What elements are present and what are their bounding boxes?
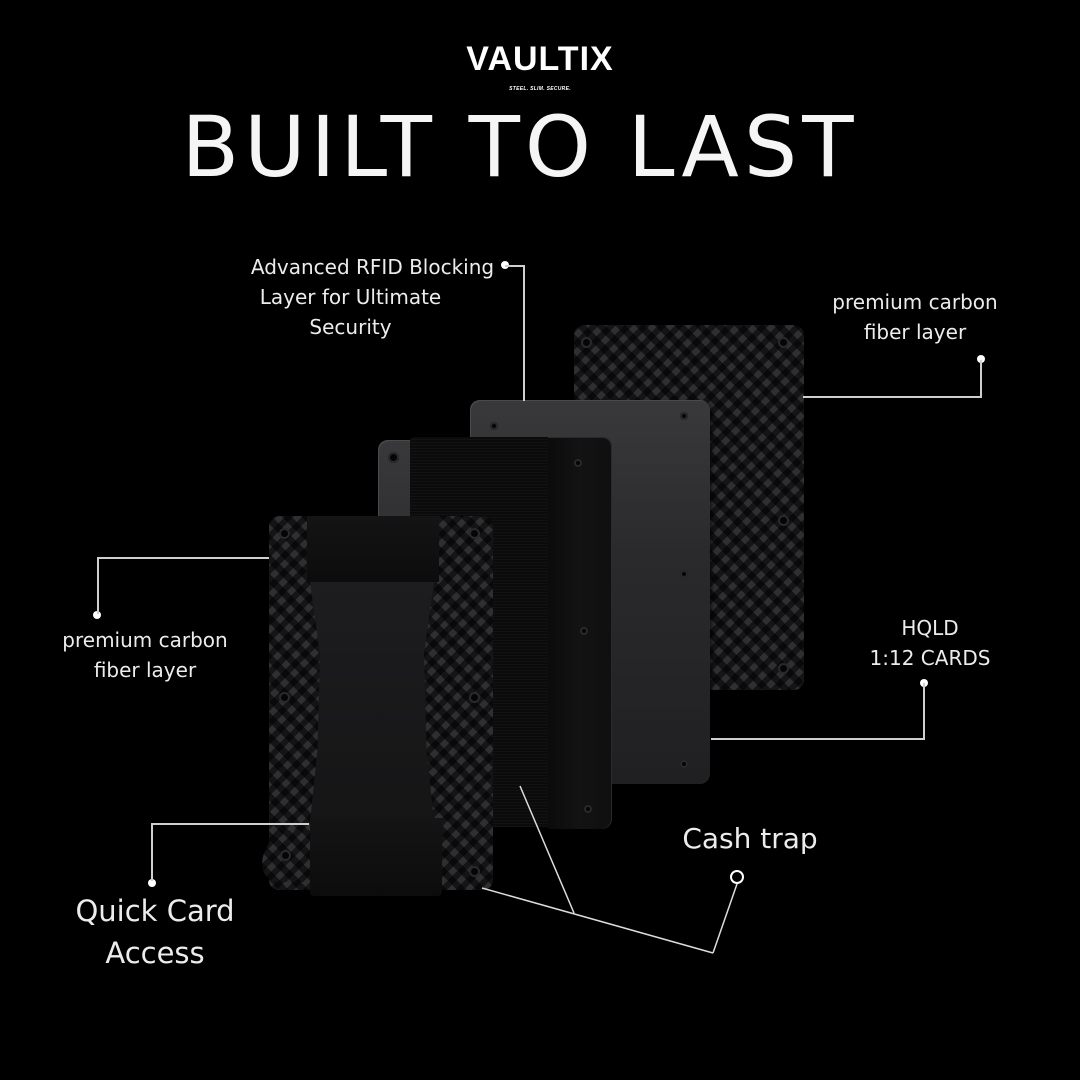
capacity-label-line1: HQLD xyxy=(901,616,959,640)
screw-hole xyxy=(388,452,399,463)
carbon-front-callout-dot xyxy=(93,611,101,619)
capacity-label-line2: 1:12 CARDS xyxy=(869,646,991,670)
capacity-callout-label: HQLD 1:12 CARDS xyxy=(830,613,1030,673)
headline: BUILT TO LAST xyxy=(181,98,859,196)
screw-hole xyxy=(280,850,291,861)
rfid-callout-label: Advanced RFID Blocking Layer for Ultimat… xyxy=(225,252,520,342)
carbon-back-callout-label: premium carbon fiber layer xyxy=(815,287,1015,347)
screw-hole xyxy=(680,412,688,420)
carbon-back-label-line2: fiber layer xyxy=(863,320,967,344)
quick-access-label-line2: Access xyxy=(105,936,205,970)
carbon-back-callout-dot xyxy=(977,355,985,363)
rfid-leader-line xyxy=(505,265,524,267)
cash-trap-callout-label: Cash trap xyxy=(660,824,840,854)
screw-hole xyxy=(680,570,688,578)
brand-tagline: STEEL. SLIM. SECURE. xyxy=(509,86,571,92)
quick-access-callout-dot xyxy=(148,879,156,887)
money-clip-top xyxy=(307,516,439,582)
rfid-label-line1: Advanced RFID Blocking xyxy=(250,255,495,279)
carbon-back-leader-line xyxy=(803,396,982,398)
carbon-front-leader-line xyxy=(97,557,269,559)
capacity-leader-line xyxy=(923,683,925,739)
money-clip-bottom xyxy=(310,818,442,896)
screw-hole xyxy=(778,337,789,348)
screw-hole xyxy=(279,528,290,539)
rfid-label-line2: Layer for Ultimate xyxy=(259,285,442,309)
quick-access-leader-line xyxy=(151,823,153,881)
rfid-leader-line xyxy=(523,265,525,401)
quick-access-leader-line xyxy=(151,823,309,825)
screw-hole xyxy=(778,663,789,674)
screw-hole xyxy=(581,337,592,348)
screw-hole xyxy=(279,692,290,703)
quick-access-label-line1: Quick Card xyxy=(75,894,235,928)
money-clip-body xyxy=(310,582,434,822)
middle-dark-plate xyxy=(548,437,612,829)
carbon-back-label-line1: premium carbon xyxy=(832,290,998,314)
screw-hole xyxy=(469,866,480,877)
screw-hole xyxy=(778,515,789,526)
screw-hole xyxy=(469,528,480,539)
carbon-front-callout-label: premium carbon fiber layer xyxy=(45,625,245,685)
screw-hole xyxy=(680,760,688,768)
carbon-front-leader-line xyxy=(97,558,99,614)
screw-hole xyxy=(574,459,582,467)
rfid-label-line3: Security xyxy=(309,315,392,339)
cash-trap-label-line1: Cash trap xyxy=(682,822,818,855)
cash-trap-callout-ring xyxy=(730,870,744,884)
screw-hole xyxy=(490,422,498,430)
carbon-front-label-line1: premium carbon xyxy=(62,628,228,652)
capacity-leader-line xyxy=(711,738,925,740)
screw-hole xyxy=(469,692,480,703)
brand-logo: VAULTIX xyxy=(466,40,614,78)
screw-hole xyxy=(580,627,588,635)
screw-hole xyxy=(584,805,592,813)
carbon-back-leader-line xyxy=(980,360,982,397)
carbon-front-label-line2: fiber layer xyxy=(93,658,197,682)
quick-access-callout-label: Quick Card Access xyxy=(55,890,255,974)
